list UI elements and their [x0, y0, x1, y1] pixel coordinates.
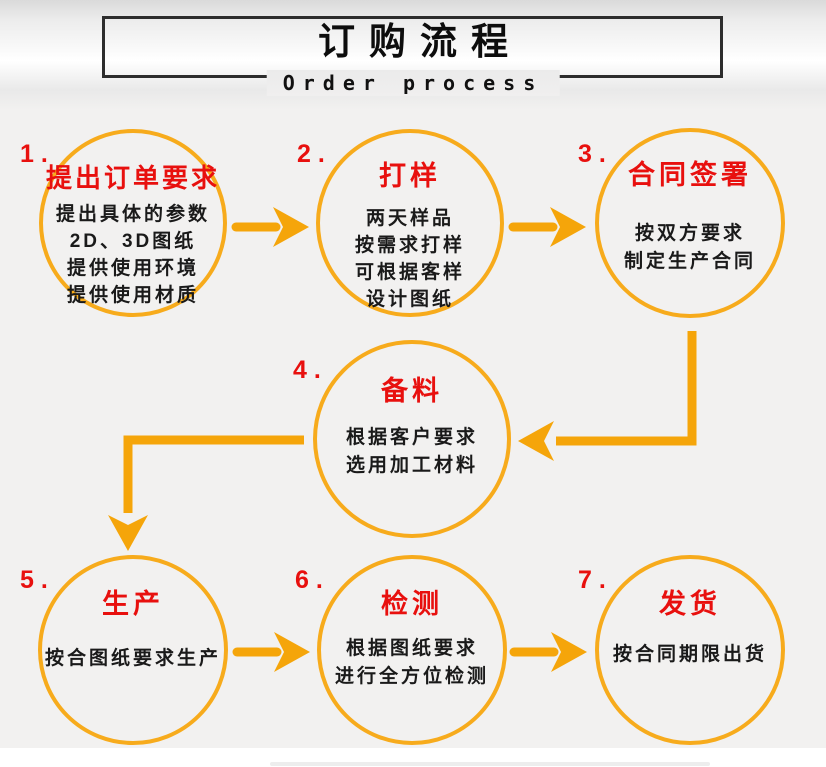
step-number-4: 4.: [293, 356, 328, 384]
step-detail-line: 制定生产合同: [623, 251, 756, 272]
step-detail-line: 按双方要求: [634, 223, 745, 244]
step-details: 根据客户要求 选用加工材料: [317, 424, 507, 480]
step-details: 提出具体的参数 2D、3D图纸 提供使用环境 提供使用材质: [43, 201, 223, 309]
step-details: 按合图纸要求生产: [42, 645, 224, 672]
step-detail-line: 设计图纸: [365, 289, 454, 310]
step-detail-line: 两天样品: [365, 208, 454, 229]
arrow-step3-to-step4: [518, 331, 697, 461]
step-detail-line: 按合同期限出货: [612, 644, 767, 665]
step-detail-line: 进行全方位检测: [334, 666, 489, 687]
step-details: 按合同期限出货: [599, 641, 781, 668]
step-detail-line: 提供使用材质: [66, 285, 199, 306]
step-title: 备料: [381, 376, 443, 406]
step-title: 打样: [379, 161, 441, 191]
step-circle-production: 生产 按合图纸要求生产: [38, 555, 228, 745]
step-number-6: 6.: [295, 566, 330, 594]
step-detail-line: 按需求打样: [354, 235, 465, 256]
step-details: 两天样品 按需求打样 可根据客样 设计图纸: [320, 205, 500, 313]
step-title: 提出订单要求: [45, 163, 220, 193]
arrow-step6-to-step7: [509, 632, 587, 672]
step-detail-line: 根据图纸要求: [345, 638, 478, 659]
arrow-step5-to-step6: [232, 632, 310, 672]
step-title: 生产: [102, 589, 164, 619]
step-detail-line: 可根据客样: [354, 262, 465, 283]
arrow-step4-to-step5: [108, 435, 304, 551]
step-circle-sampling: 打样 两天样品 按需求打样 可根据客样 设计图纸: [316, 129, 504, 317]
arrow-step2-to-step3: [508, 207, 586, 247]
bottom-shadow-line: [270, 762, 710, 766]
step-number-5: 5.: [20, 566, 55, 594]
step-detail-line: 2D、3D图纸: [69, 231, 197, 252]
step-circle-contract-signing: 合同签署 按双方要求 制定生产合同: [595, 128, 785, 318]
step-number-2: 2.: [297, 140, 332, 168]
arrow-step1-to-step2: [231, 207, 309, 247]
step-title: 检测: [381, 589, 443, 619]
step-title: 合同签署: [628, 160, 752, 190]
step-number-1: 1.: [20, 140, 55, 168]
step-details: 按双方要求 制定生产合同: [599, 220, 781, 276]
step-title: 发货: [659, 589, 721, 619]
step-detail-line: 选用加工材料: [345, 455, 478, 476]
step-detail-line: 按合图纸要求生产: [44, 648, 221, 669]
step-number-7: 7.: [578, 566, 613, 594]
step-detail-line: 根据客户要求: [345, 427, 478, 448]
page-subtitle: Order process: [266, 70, 560, 96]
step-number-3: 3.: [578, 140, 613, 168]
step-circle-shipping: 发货 按合同期限出货: [595, 555, 785, 745]
step-circle-order-requirements: 提出订单要求 提出具体的参数 2D、3D图纸 提供使用环境 提供使用材质: [39, 129, 227, 317]
step-circle-material-preparation: 备料 根据客户要求 选用加工材料: [313, 340, 511, 538]
step-detail-line: 提出具体的参数: [55, 204, 210, 225]
step-detail-line: 提供使用环境: [66, 258, 199, 279]
page-title: 订购流程: [318, 19, 522, 63]
step-circle-inspection: 检测 根据图纸要求 进行全方位检测: [317, 555, 507, 745]
step-details: 根据图纸要求 进行全方位检测: [321, 635, 503, 691]
